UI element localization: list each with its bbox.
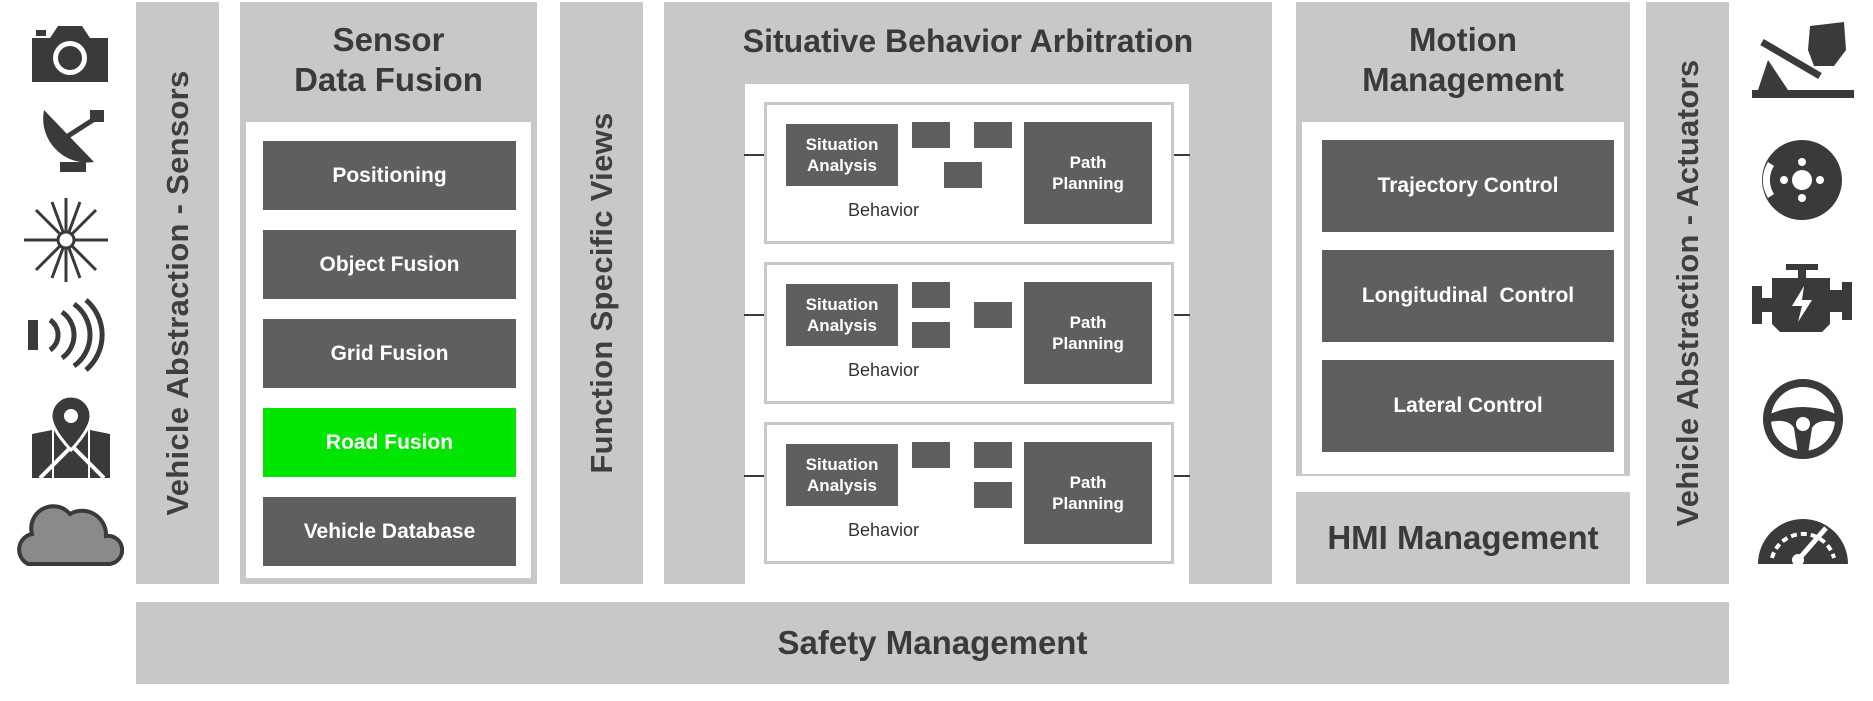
- brake-disc-icon: [1762, 140, 1842, 220]
- lateral-control-block: Lateral Control: [1322, 360, 1614, 452]
- vehicle-abstraction-sensors-panel: Vehicle Abstraction - Sensors: [136, 2, 219, 584]
- safety-management-panel: Safety Management: [136, 602, 1729, 684]
- positioning-block: Positioning: [263, 141, 516, 210]
- cloud-icon: [17, 504, 124, 566]
- behavior-node-3b: [974, 442, 1012, 468]
- steering-wheel-icon: [1763, 379, 1843, 459]
- motion-management-title-line1: Motion: [1408, 21, 1518, 58]
- motion-management-title: Motion Management: [1296, 20, 1630, 99]
- safety-management-label: Safety Management: [777, 624, 1088, 662]
- behavior-node-1c: [944, 162, 982, 188]
- behavior-node-3c: [974, 482, 1012, 508]
- camera-icon: [32, 26, 108, 82]
- grid-fusion-block: Grid Fusion: [263, 319, 516, 388]
- sensor-data-fusion-body: Positioning Object Fusion Grid Fusion Ro…: [246, 122, 531, 578]
- behavior-node-2c: [974, 302, 1012, 328]
- path-planning-block-3: Path Planning: [1024, 442, 1152, 544]
- ultrasonic-icon: [28, 298, 105, 372]
- vehicle-abstraction-actuators-panel: Vehicle Abstraction - Actuators: [1646, 2, 1729, 584]
- speedometer-icon: [1758, 519, 1848, 566]
- trajectory-control-block: Trajectory Control: [1322, 140, 1614, 232]
- radar-dish-icon: [43, 110, 104, 172]
- behavior-caption-1: Behavior: [848, 200, 920, 220]
- situation-analysis-block-1: Situation Analysis: [786, 124, 898, 186]
- behavior-node-2a: [912, 282, 950, 308]
- behavior-arbitration-title: Situative Behavior Arbitration: [742, 23, 1194, 59]
- situation-analysis-block-3: Situation Analysis: [786, 444, 898, 506]
- vehicle-database-block: Vehicle Database: [263, 497, 516, 566]
- sensor-data-fusion-title-line1: Sensor: [332, 21, 445, 58]
- motion-management-title-line2: Management: [1362, 60, 1564, 98]
- path-planning-block-1: Path Planning: [1024, 122, 1152, 224]
- lidar-icon: [24, 198, 108, 282]
- sensor-data-fusion-title-line2: Data Fusion: [294, 60, 483, 98]
- behavior-node-1b: [974, 122, 1012, 148]
- engine-icon: [1752, 264, 1852, 332]
- function-specific-views-panel: Function Specific Views: [560, 2, 643, 584]
- longitudinal-control-block: Longitudinal Control: [1322, 250, 1614, 342]
- hmi-management-label: HMI Management: [1327, 519, 1599, 557]
- behavior-node-1a: [912, 122, 950, 148]
- behavior-node-3a: [912, 442, 950, 468]
- motion-management-panel: Motion Management Trajectory Control Lon…: [1296, 2, 1630, 476]
- behavior-node-2b: [912, 322, 950, 348]
- behavior-caption-2: Behavior: [848, 360, 920, 380]
- vehicle-abstraction-actuators-label: Vehicle Abstraction - Actuators: [1669, 59, 1705, 527]
- motion-management-body: Trajectory Control Longitudinal Control …: [1302, 122, 1624, 474]
- situation-analysis-block-2: Situation Analysis: [786, 284, 898, 346]
- path-planning-block-2: Path Planning: [1024, 282, 1152, 384]
- sensor-data-fusion-title: Sensor Data Fusion: [240, 20, 537, 99]
- object-fusion-block: Object Fusion: [263, 230, 516, 299]
- sensor-data-fusion-panel: Sensor Data Fusion Positioning Object Fu…: [240, 2, 537, 584]
- hmi-management-panel: HMI Management: [1296, 492, 1630, 584]
- behavior-caption-3: Behavior: [848, 520, 920, 540]
- pedal-icon: [1752, 22, 1854, 98]
- road-fusion-block: Road Fusion: [263, 408, 516, 477]
- map-pin-icon: [32, 394, 110, 480]
